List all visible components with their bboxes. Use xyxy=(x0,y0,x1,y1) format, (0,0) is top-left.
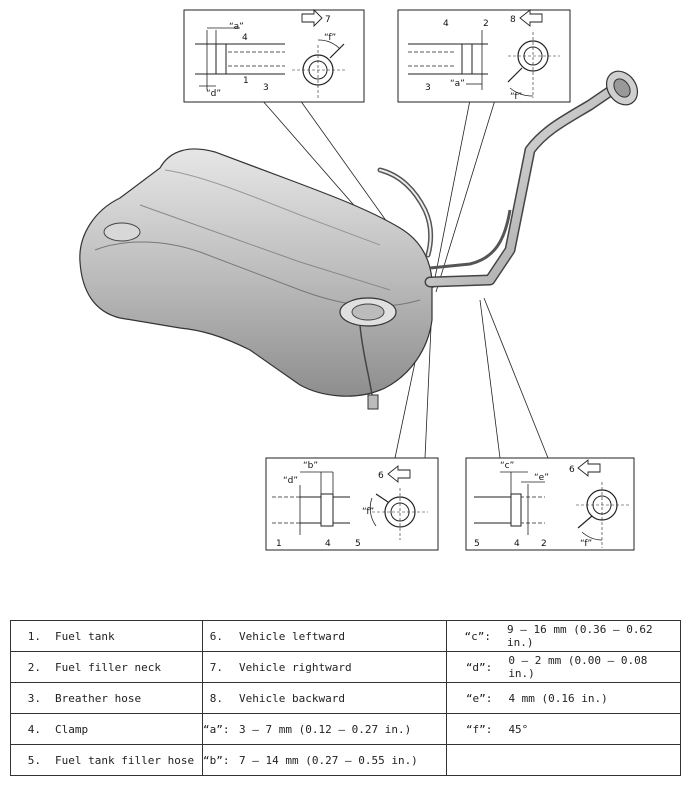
legend-key: “f”: xyxy=(465,722,493,736)
direction-arrow-icon xyxy=(387,465,411,483)
legend-value: Breather hose xyxy=(55,691,142,705)
legend-value: 45° xyxy=(508,722,529,736)
legend-value: 4 mm (0.16 in.) xyxy=(508,691,608,705)
legend-value: Vehicle rightward xyxy=(239,660,352,674)
legend-key: 2. xyxy=(27,660,41,674)
dim-label-d: “d” xyxy=(283,476,298,486)
legend-key: 3. xyxy=(27,691,41,705)
label-direction: 6 xyxy=(378,471,384,481)
legend-key: “e”: xyxy=(465,691,493,705)
legend-key: 8. xyxy=(209,691,223,705)
legend-key: 4. xyxy=(27,722,41,736)
label-filler-neck: 2 xyxy=(483,19,489,29)
legend-key: 7. xyxy=(209,660,223,674)
legend-value: 0 – 2 mm (0.00 – 0.08 in.) xyxy=(508,654,648,680)
legend-value: Vehicle backward xyxy=(239,691,345,705)
label-fuel-tank: 1 xyxy=(243,76,249,86)
legend-value: Fuel tank xyxy=(55,629,115,643)
legend-value: Vehicle leftward xyxy=(239,629,345,643)
legend-key: “b”: xyxy=(203,753,230,767)
legend-value: Fuel filler neck xyxy=(55,660,161,674)
label-clamp: 4 xyxy=(443,19,449,29)
legend-key: 1. xyxy=(27,629,41,643)
angle-label-f: “f” xyxy=(580,539,592,549)
dim-label-c: “c” xyxy=(500,461,514,471)
legend-value: Fuel tank filler hose xyxy=(55,753,195,767)
legend-row: 3. Breather hose 8. Vehicle backward “e”: 4… xyxy=(10,682,681,714)
label-fuel-tank: 1 xyxy=(276,539,282,549)
legend-value: 3 – 7 mm (0.12 – 0.27 in.) xyxy=(239,722,412,736)
dim-label-b: “b” xyxy=(303,461,318,471)
legend-value: 7 – 14 mm (0.27 – 0.55 in.) xyxy=(239,753,418,767)
callout-top-right: 4 2 3 “a” 8 “f” xyxy=(397,9,571,103)
legend-table: 1. Fuel tank 6. Vehicle leftward “c”: 9 – 1… xyxy=(10,620,681,776)
dim-label-a: “a” xyxy=(229,22,244,32)
fuel-tank xyxy=(79,148,433,410)
legend-value: Clamp xyxy=(55,722,89,736)
angle-label-f: “f” xyxy=(510,92,522,102)
legend-key: 6. xyxy=(209,629,223,643)
label-direction: 7 xyxy=(325,15,331,25)
direction-arrow-icon xyxy=(301,8,323,28)
label-breather-hose: 3 xyxy=(263,83,269,93)
dim-label-d: “d” xyxy=(206,89,221,99)
legend-row: 1. Fuel tank 6. Vehicle leftward “c”: 9 – 1… xyxy=(10,620,681,652)
label-filler-hose: 5 xyxy=(355,539,361,549)
callout-top-left: “a” 4 1 3 “d” 7 “f” xyxy=(183,8,365,103)
direction-arrow-icon xyxy=(519,9,543,27)
direction-arrow-icon xyxy=(577,459,601,477)
fuel-tank-diagram: “a” 4 1 3 “d” 7 “f” 4 2 3 “a” 8 xyxy=(79,8,639,551)
label-clamp: 4 xyxy=(325,539,331,549)
legend-row: 5. Fuel tank filler hose “b”: 7 – 14 mm (0… xyxy=(10,744,681,776)
legend-key: “c”: xyxy=(464,629,491,643)
dim-label-a: “a” xyxy=(450,79,465,89)
angle-label-f: “f” xyxy=(362,507,374,517)
label-clamp: 4 xyxy=(514,539,520,549)
dim-label-e: “e” xyxy=(534,473,549,483)
legend-key: “d”: xyxy=(465,660,493,674)
angle-label-f: “f” xyxy=(324,33,336,43)
legend-row: 2. Fuel filler neck 7. Vehicle rightward “… xyxy=(10,651,681,683)
label-filler-hose: 5 xyxy=(474,539,480,549)
fuel-filler-neck-drawing xyxy=(424,70,639,288)
legend-key: 5. xyxy=(27,753,41,767)
label-direction: 8 xyxy=(510,15,516,25)
label-filler-neck: 2 xyxy=(541,539,547,549)
legend-value: 9 – 16 mm (0.36 – 0.62 in.) xyxy=(506,623,653,649)
callout-bottom-right: “c” “e” 5 4 2 6 “f” xyxy=(465,457,635,551)
callout-bottom-left: “b” “d” 1 4 5 6 “f” xyxy=(265,457,439,551)
legend-key: “a”: xyxy=(203,722,230,736)
label-breather-hose: 3 xyxy=(425,83,431,93)
label-direction: 6 xyxy=(569,465,575,475)
legend-row: 4. Clamp “a”: 3 – 7 mm (0.12 – 0.27 in.) “… xyxy=(10,713,681,745)
label-clamp: 4 xyxy=(242,33,248,43)
